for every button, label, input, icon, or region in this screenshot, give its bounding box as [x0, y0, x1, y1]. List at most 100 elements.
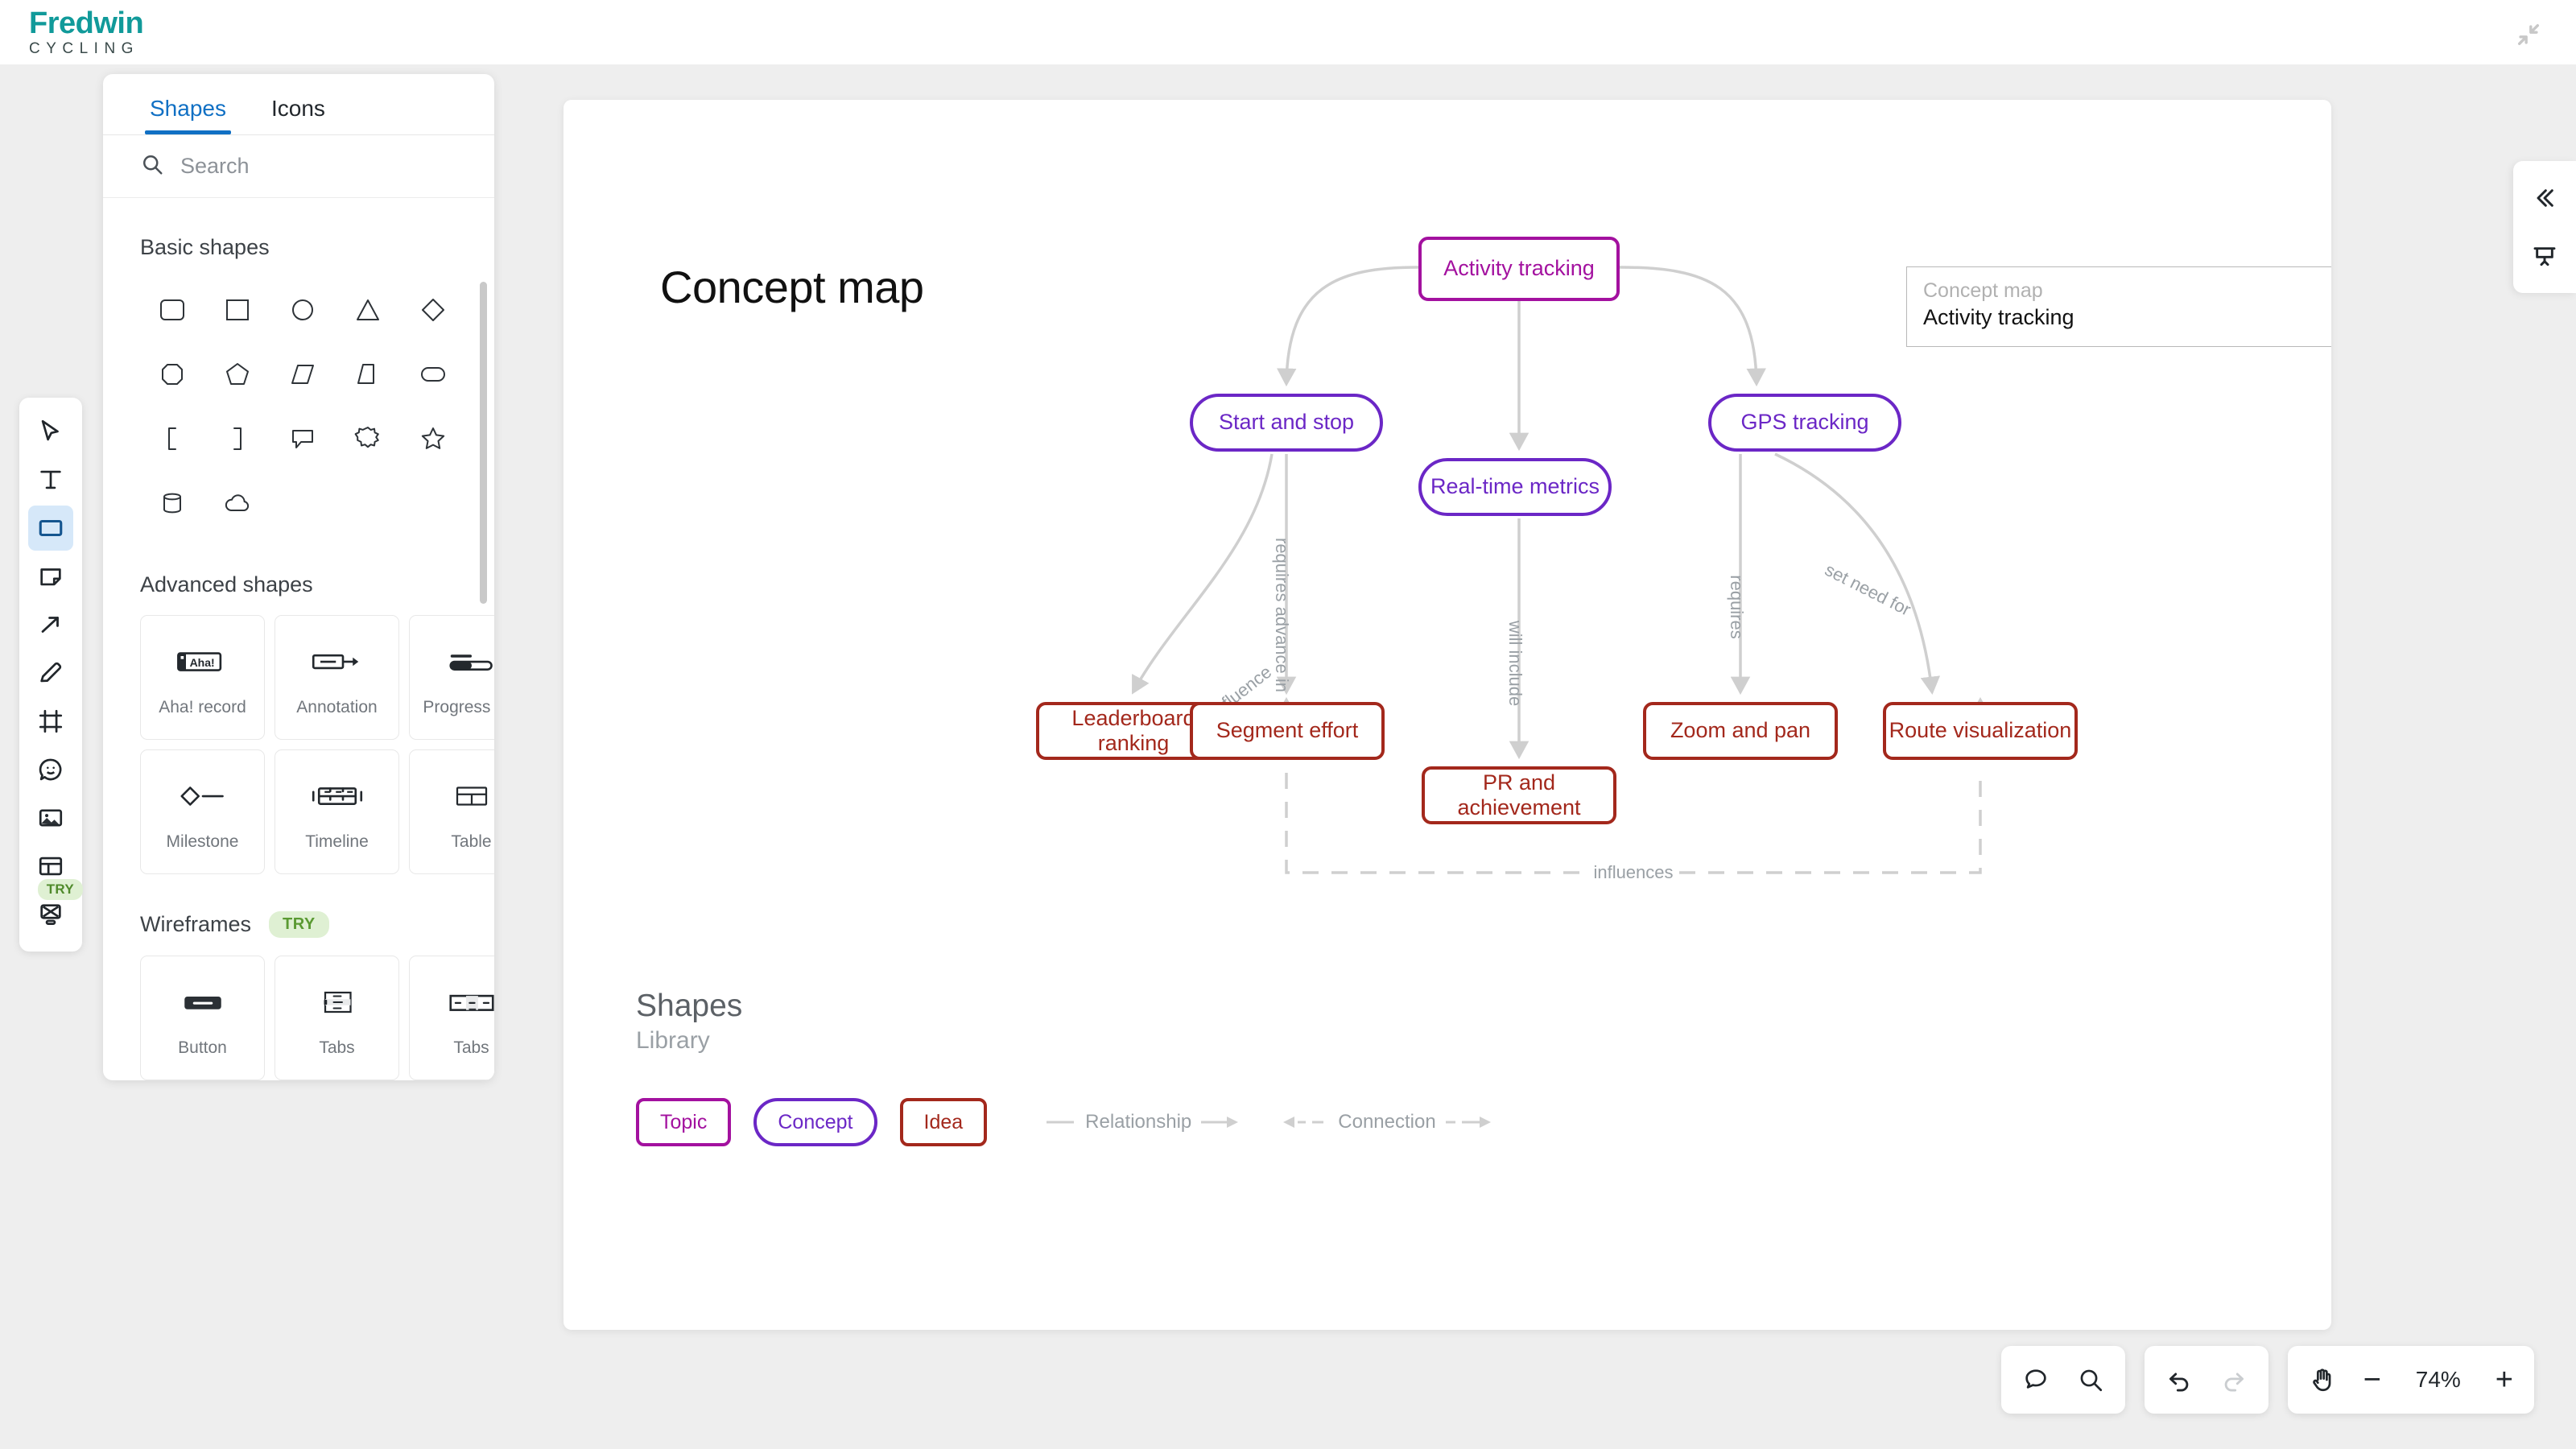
- burst-shape[interactable]: [336, 407, 400, 471]
- trapezoid-shape[interactable]: [336, 342, 400, 407]
- collapse-arrows-icon[interactable]: [2515, 21, 2542, 48]
- try-badge: TRY: [37, 879, 83, 900]
- connection-right-arrow-icon: [1445, 1117, 1491, 1128]
- advanced-shape-label: Annotation: [296, 697, 378, 716]
- zoom-level-value: 74%: [2415, 1367, 2461, 1392]
- advanced-shape-label: Milestone: [166, 832, 239, 851]
- advanced-shapes-grid: Aha! Aha! record Annotation Progress bar: [140, 615, 494, 874]
- node-pr-and-achievement[interactable]: PR and achievement: [1422, 766, 1616, 824]
- section-title-wireframes: Wireframes TRY: [140, 911, 494, 938]
- library-heading-block: Shapes Library: [636, 989, 742, 1058]
- edge-label-set-need-for: set need for: [1822, 559, 1914, 620]
- image-tool[interactable]: [28, 795, 73, 840]
- tab-icons[interactable]: Icons: [270, 96, 325, 121]
- connector-tool[interactable]: [28, 602, 73, 647]
- bracket-left-shape[interactable]: [140, 407, 204, 471]
- legend-chip-idea[interactable]: Idea: [899, 1098, 988, 1146]
- panel-tabs: Shapes Icons: [103, 74, 494, 135]
- annotation-icon: [309, 638, 365, 685]
- node-start-and-stop[interactable]: Start and stop: [1190, 394, 1383, 452]
- chevron-double-left-icon[interactable]: [2522, 175, 2567, 221]
- legend-chip-topic[interactable]: Topic: [636, 1098, 732, 1146]
- edge-label-will-include: will include: [1505, 620, 1525, 706]
- pentagon-shape[interactable]: [205, 342, 270, 407]
- relationship-arrow-icon: [1201, 1117, 1239, 1128]
- cylinder-shape[interactable]: [140, 471, 204, 535]
- shapes-search-row[interactable]: [103, 135, 494, 198]
- octagon-shape[interactable]: [140, 342, 204, 407]
- redo-arrow-icon[interactable]: [2220, 1366, 2248, 1393]
- meta-value-concept-map: Activity tracking: [1923, 304, 2074, 329]
- presentation-screen-icon[interactable]: [2522, 233, 2567, 279]
- circle-shape[interactable]: [270, 278, 335, 342]
- parallelogram-shape[interactable]: [270, 342, 335, 407]
- layout-tool[interactable]: [28, 844, 73, 889]
- comment-bubble-icon[interactable]: [2022, 1366, 2050, 1393]
- shape-tool[interactable]: [28, 506, 73, 551]
- wireframe-shape-label: Tabs: [319, 1038, 355, 1057]
- node-activity-tracking[interactable]: Activity tracking: [1418, 237, 1620, 301]
- search-input[interactable]: [180, 154, 457, 179]
- pencil-draw-tool[interactable]: [28, 650, 73, 696]
- advanced-shape-milestone[interactable]: Milestone: [140, 749, 265, 874]
- advanced-shape-progress-bar[interactable]: Progress bar: [409, 615, 494, 740]
- wireframe-shape-button[interactable]: Button: [140, 956, 265, 1080]
- frame-tool[interactable]: [28, 699, 73, 744]
- right-tool-rail: [2513, 161, 2576, 293]
- zoom-out-button[interactable]: −: [2363, 1363, 2381, 1397]
- legend-chip-concept[interactable]: Concept: [753, 1098, 877, 1146]
- legend-edge-label: Relationship: [1085, 1111, 1192, 1133]
- connection-left-arrow-icon: [1283, 1117, 1324, 1128]
- zoom-group: − 74% +: [2287, 1346, 2534, 1414]
- tab-shapes[interactable]: Shapes: [145, 96, 231, 134]
- node-zoom-and-pan[interactable]: Zoom and pan: [1643, 702, 1838, 760]
- bottom-controls: − 74% +: [2000, 1346, 2534, 1414]
- legend-edge-label: Connection: [1338, 1111, 1436, 1133]
- wireframe-tabs-vertical-icon: [313, 979, 361, 1026]
- advanced-shape-timeline[interactable]: Timeline: [275, 749, 399, 874]
- section-title-basic-shapes: Basic shapes: [140, 235, 270, 259]
- wireframe-shape-tabs-vertical[interactable]: Tabs: [275, 956, 399, 1080]
- triangle-shape[interactable]: [336, 278, 400, 342]
- undo-arrow-icon[interactable]: [2165, 1366, 2193, 1393]
- search-icon[interactable]: [2077, 1366, 2104, 1393]
- advanced-shape-table[interactable]: Table: [409, 749, 494, 874]
- node-segment-effort[interactable]: Segment effort: [1190, 702, 1385, 760]
- aha-record-icon: Aha!: [175, 638, 231, 685]
- panel-scrollbar[interactable]: [480, 282, 487, 604]
- pill-shape[interactable]: [401, 342, 465, 407]
- emoji-tool[interactable]: [28, 747, 73, 792]
- canvas-board[interactable]: Concept map Concept map Activity trackin…: [564, 100, 2331, 1330]
- wireframe-tabs-horizontal-icon: [444, 979, 495, 1026]
- square-shape[interactable]: [205, 278, 270, 342]
- meta-cell-concept-map[interactable]: Concept map Activity tracking: [1907, 267, 2331, 346]
- star-shape[interactable]: [401, 407, 465, 471]
- zoom-in-button[interactable]: +: [2495, 1363, 2513, 1397]
- node-gps-tracking[interactable]: GPS tracking: [1708, 394, 1901, 452]
- rounded-rectangle-shape[interactable]: [140, 278, 204, 342]
- advanced-shape-annotation[interactable]: Annotation: [275, 615, 399, 740]
- shape-legend: Topic Concept Idea Relationship Connecti…: [636, 1098, 1496, 1146]
- sticky-note-tool[interactable]: [28, 554, 73, 599]
- select-tool[interactable]: [28, 409, 73, 454]
- wireframe-shape-tabs-horizontal[interactable]: Tabs: [409, 956, 494, 1080]
- app-logo[interactable]: Fredwin CYCLING: [29, 8, 144, 56]
- node-route-visualization[interactable]: Route visualization: [1883, 702, 2078, 760]
- shapes-panel: Shapes Icons Basic shapes: [103, 74, 494, 1080]
- milestone-icon: [175, 773, 231, 819]
- library-heading: Shapes: [636, 989, 743, 1023]
- advanced-shape-aha-record[interactable]: Aha! Aha! record: [140, 615, 265, 740]
- diamond-shape[interactable]: [401, 278, 465, 342]
- hand-pan-icon[interactable]: [2309, 1366, 2336, 1393]
- meta-table: Concept map Activity tracking Date Q3: [1906, 266, 2331, 347]
- speech-bubble-shape[interactable]: [270, 407, 335, 471]
- wireframes-grid: Button Tabs Tabs: [140, 956, 494, 1080]
- left-tool-rail: TRY: [19, 398, 83, 952]
- cloud-shape[interactable]: [205, 471, 270, 535]
- text-tool[interactable]: [28, 457, 73, 502]
- node-real-time-metrics[interactable]: Real-time metrics: [1418, 458, 1612, 516]
- bracket-right-shape[interactable]: [205, 407, 270, 471]
- advanced-shape-label: Table: [451, 832, 492, 851]
- page-title: Concept map: [660, 262, 924, 312]
- template-tool[interactable]: TRY: [28, 879, 83, 937]
